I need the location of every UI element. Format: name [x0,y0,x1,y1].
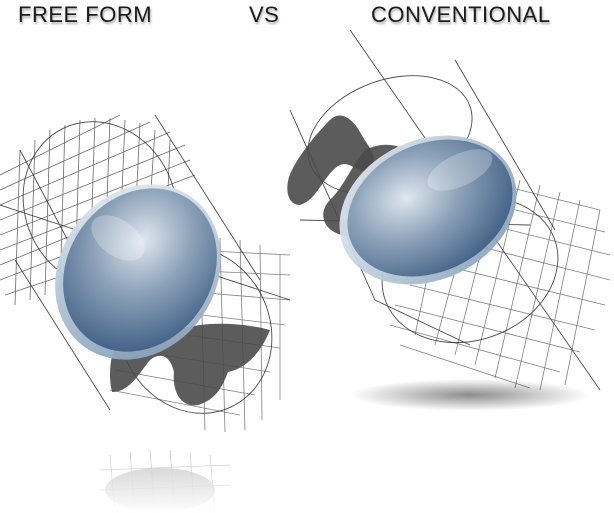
comparison-header: FREE FORM VS CONVENTIONAL [0,0,614,34]
free-form-lens-group [0,114,291,513]
free-form-reflection [90,440,250,513]
free-form-label: FREE FORM [18,2,153,27]
free-form-lens [55,184,221,360]
conventional-lens-group [287,29,611,411]
conventional-lens [339,135,517,285]
conventional-label: CONVENTIONAL [371,2,551,27]
vs-label: VS [249,2,280,27]
conventional-shadow [350,379,590,411]
conventional-zone-upper [287,115,375,205]
